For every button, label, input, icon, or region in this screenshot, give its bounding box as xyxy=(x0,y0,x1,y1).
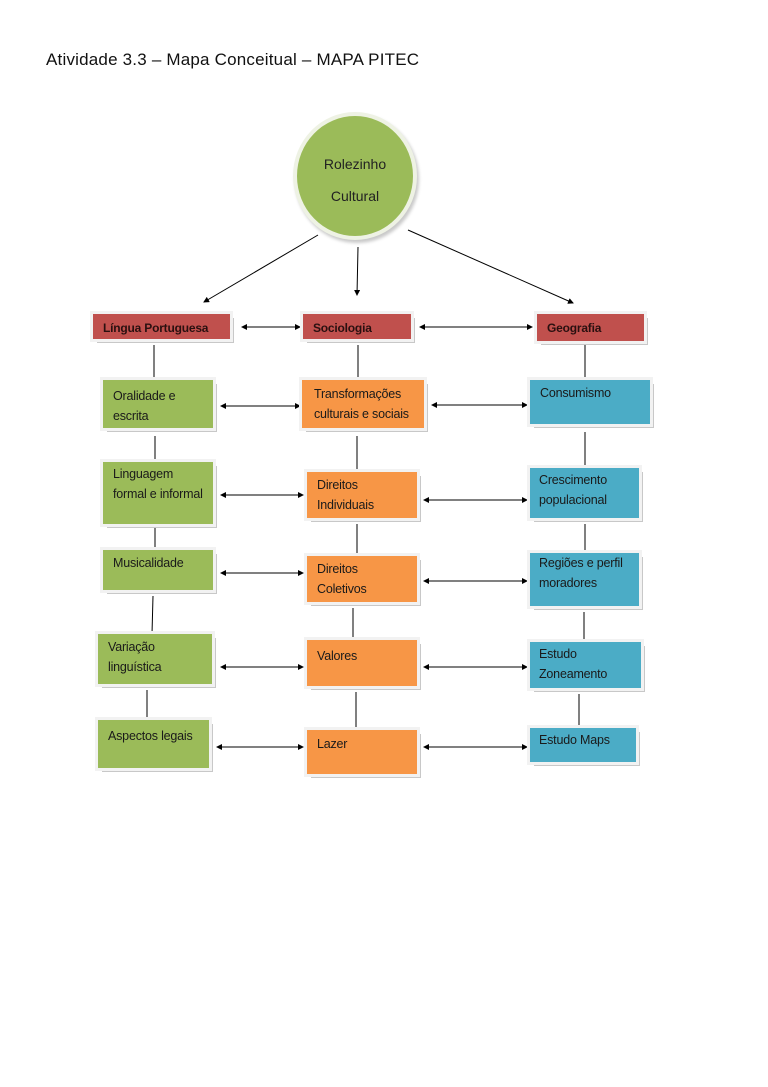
node-linguagem-formal-informal: Linguagem formal e informal xyxy=(100,459,216,527)
central-concept-node: Rolezinho Cultural xyxy=(293,112,417,240)
node-musicalidade: Musicalidade xyxy=(100,547,216,593)
node-aspectos-legais: Aspectos legais xyxy=(95,717,212,771)
node-valores: Valores xyxy=(304,637,420,689)
node-direitos-coletivos: Direitos Coletivos xyxy=(304,553,420,605)
node-consumismo: Consumismo xyxy=(527,377,653,427)
header-geografia: Geografia xyxy=(534,311,647,344)
arrow-center-to-portugues xyxy=(203,234,319,303)
central-concept-line2: Cultural xyxy=(330,188,380,204)
header-lingua-portuguesa: Língua Portuguesa xyxy=(90,311,233,342)
arrow-center-to-sociologia xyxy=(354,246,361,296)
arrow-center-to-geografia xyxy=(407,229,574,304)
node-estudo-zoneamento: Estudo Zoneamento xyxy=(527,639,644,691)
central-concept-line1: Rolezinho xyxy=(323,156,387,172)
node-direitos-individuais: Direitos Individuais xyxy=(304,469,420,521)
node-oralidade-escrita: Oralidade e escrita xyxy=(100,377,216,431)
node-crescimento-populacional: Crescimento populacional xyxy=(527,465,642,521)
header-sociologia: Sociologia xyxy=(300,311,414,342)
page-title: Atividade 3.3 – Mapa Conceitual – MAPA P… xyxy=(46,50,420,69)
node-estudo-maps: Estudo Maps xyxy=(527,725,639,765)
node-transformacoes-culturais-sociais: Transformações culturais e sociais xyxy=(299,377,427,431)
node-variacao-linguistica: Variação linguística xyxy=(95,631,215,687)
node-lazer: Lazer xyxy=(304,727,420,777)
node-regioes-perfil-moradores: Regiões e perfil moradores xyxy=(527,550,642,609)
